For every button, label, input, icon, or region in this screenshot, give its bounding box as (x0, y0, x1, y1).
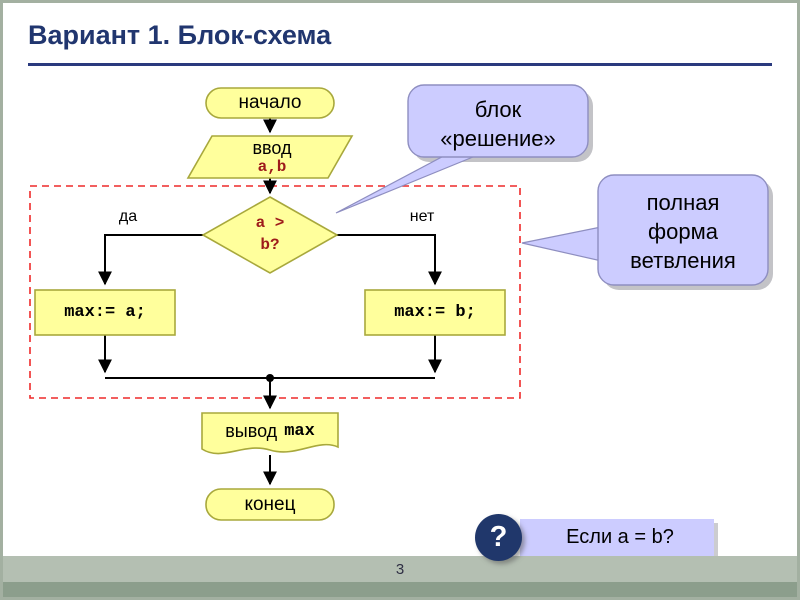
title-divider (28, 63, 772, 66)
connector-decision-yes (98, 234, 205, 286)
footer-bar: 3 (0, 556, 800, 582)
callout-decision-tail (335, 149, 491, 214)
branch-yes-label: да (118, 208, 138, 225)
decision-condition-line2: b? (260, 236, 280, 254)
question-box (520, 519, 714, 556)
assign-right-shape (364, 289, 506, 336)
question-text: Если a = b? (566, 526, 674, 548)
page-number: 3 (395, 560, 405, 578)
assign-left-shape (34, 289, 176, 336)
callout-fullform-line1: полная (646, 190, 720, 215)
assign-right-label: max:= b; (394, 303, 476, 322)
input-label: ввод (252, 137, 292, 158)
connector-decision-no (335, 234, 442, 286)
callout-decision-line2: «решение» (440, 126, 556, 151)
callout-decision-bubble (407, 84, 589, 158)
page-title: Вариант 1. Блок-схема (28, 20, 332, 50)
output-label: вывод max (195, 418, 345, 444)
end-terminator-shape (205, 488, 335, 521)
input-parallelogram-shape (186, 135, 354, 179)
decision-diamond-shape (201, 196, 339, 274)
assign-left-label: max:= a; (64, 303, 146, 322)
output-var: max (284, 421, 315, 441)
callout-fullform-bubble (597, 174, 769, 286)
output-word: вывод (225, 420, 278, 441)
callout-decision-line1: блок (474, 97, 522, 122)
start-terminator-shape (205, 87, 335, 119)
input-vars: a,b (257, 158, 287, 176)
start-label: начало (238, 92, 302, 113)
callout-fullform-text: полная форма ветвления (598, 188, 768, 275)
decision-condition-line1: a > (255, 214, 285, 232)
callout-fullform-tail (521, 225, 607, 263)
footer-edge (0, 582, 800, 600)
callout-decision-text: блок «решение» (408, 95, 588, 153)
end-label: конец (244, 493, 296, 515)
callout-fullform-line2: форма (648, 219, 718, 244)
branch-no-label: нет (409, 208, 435, 225)
callout-fullform-line3: ветвления (630, 248, 736, 273)
output-document-shape (201, 412, 339, 455)
question-mark-icon: ? (475, 514, 522, 561)
